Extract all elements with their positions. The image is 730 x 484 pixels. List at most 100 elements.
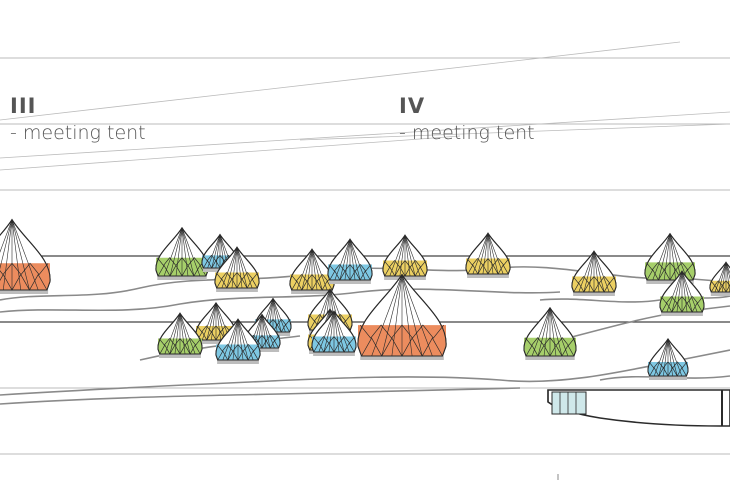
tent-rib [663, 233, 671, 281]
tent-zigzag [466, 257, 510, 266]
tent-zigzag [216, 343, 260, 352]
tent-base [217, 360, 259, 364]
tent-rib [401, 274, 423, 357]
tent-rib [181, 227, 201, 277]
tent-rib [658, 233, 671, 281]
tent-zigzag [645, 261, 695, 271]
tent-rib [206, 302, 217, 341]
section-description-iv: - meeting tent [399, 122, 535, 144]
tent-rib [658, 338, 669, 377]
tent-outline [214, 246, 260, 289]
tent-rib [537, 307, 551, 357]
ground-path [0, 288, 561, 313]
tent-rib [333, 311, 350, 353]
tent-rib [549, 307, 569, 357]
tent [647, 337, 689, 380]
tent [382, 234, 428, 280]
tent [709, 261, 730, 296]
tent-rib [404, 235, 421, 277]
tent-rib [2, 219, 13, 291]
tent-rib [349, 239, 366, 281]
tent-base [291, 290, 333, 294]
tent [327, 238, 373, 284]
tent-rib [272, 298, 282, 333]
tent-base [216, 288, 258, 292]
tent-base [313, 352, 355, 356]
tent-rib [11, 219, 22, 291]
tent-rib [181, 227, 189, 277]
tent-zigzag [572, 275, 616, 284]
tent [157, 312, 203, 358]
tent-outline [195, 301, 237, 341]
ground-path [0, 387, 521, 405]
tent-base [157, 276, 207, 280]
tent-rib [583, 251, 595, 293]
tent-zigzag [290, 273, 334, 282]
tent-rib [311, 249, 328, 291]
tent [465, 232, 511, 278]
tent-rib [323, 311, 335, 353]
tent-rib [666, 271, 683, 313]
tent-rib [543, 307, 551, 357]
ground-path [539, 295, 730, 303]
tent [523, 306, 577, 360]
tent-base [244, 348, 280, 352]
tent-outline [327, 238, 373, 281]
tent-outline [659, 270, 705, 313]
tent-rib [311, 249, 323, 291]
tent-rib [487, 233, 499, 275]
section-description-iii: - meeting tent [10, 122, 146, 144]
tent-rib [669, 233, 677, 281]
perspective-line [0, 111, 730, 159]
tent-rib [549, 307, 563, 357]
tent-rib [314, 289, 331, 331]
tent-base [159, 354, 201, 358]
tent [215, 318, 261, 364]
section-numeral-iv: IV [399, 94, 426, 118]
tent-outline [382, 234, 428, 277]
tent-rib [215, 302, 226, 341]
tent-rib [222, 319, 239, 361]
tent-rib [296, 249, 313, 291]
tent [214, 246, 260, 292]
tent-rib [653, 338, 669, 377]
tent-outline [647, 337, 689, 377]
tent-zigzag [660, 295, 704, 304]
tent-rib [389, 235, 406, 277]
tent-rib [236, 247, 248, 289]
tent-rib [179, 313, 196, 355]
tent-rib [181, 227, 195, 277]
tent-rib [667, 338, 678, 377]
building-glazing [551, 391, 587, 415]
perspective-line [0, 41, 681, 121]
tent-rib [472, 233, 489, 275]
tent-rib [593, 251, 605, 293]
tent-rib [404, 235, 416, 277]
tent-rib [371, 274, 403, 357]
tent-zigzag [215, 271, 259, 280]
tent-rib [391, 274, 403, 357]
tent-rib [487, 233, 504, 275]
tent-outline [243, 313, 281, 349]
tent-outline [157, 312, 203, 355]
tent-outline [357, 273, 447, 357]
tent-rib [401, 274, 413, 357]
perspective-line [299, 123, 730, 141]
tent [155, 226, 209, 280]
tent-outline [465, 232, 511, 275]
tent-zigzag [359, 324, 445, 339]
tent-base [329, 280, 371, 284]
tent-base [646, 280, 694, 284]
tent-rib [718, 262, 727, 293]
tent-rib [163, 227, 183, 277]
tent-rib [211, 234, 221, 269]
tent-rib [725, 262, 730, 274]
tent-base [360, 356, 444, 360]
ground-path [559, 305, 730, 341]
tent-rib [593, 251, 610, 293]
tent-zigzag [157, 257, 207, 266]
tent-base [649, 376, 687, 380]
tent-rib [226, 247, 238, 289]
